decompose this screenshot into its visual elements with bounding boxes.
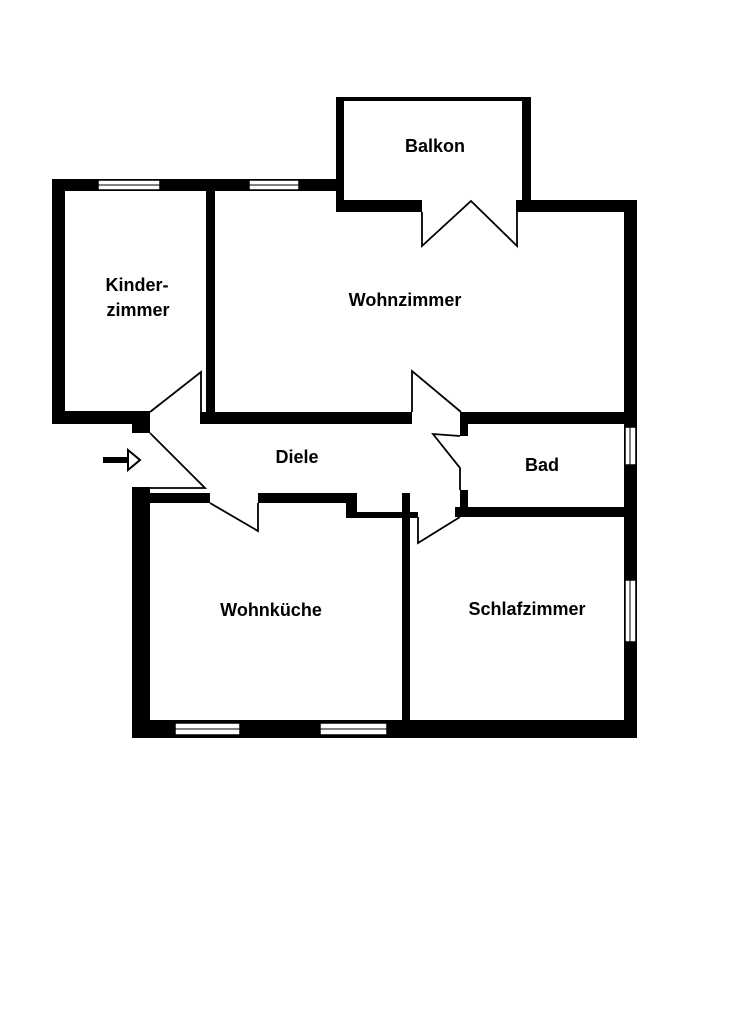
- door-schlafzimmer: [417, 516, 461, 545]
- window-schlafzimmer: [624, 579, 637, 643]
- window-wohnzimmer: [248, 179, 300, 191]
- room-label-wohnzimmer: Wohnzimmer: [349, 290, 462, 310]
- window-kueche-1: [174, 722, 241, 736]
- room-label-bad: Bad: [525, 455, 559, 475]
- room-label-schlafzimmer: Schlafzimmer: [468, 599, 585, 619]
- room-label-wohnkueche: Wohnküche: [220, 600, 322, 620]
- windows: [97, 179, 637, 736]
- door-wohnzimmer: [411, 369, 462, 413]
- door-entrance: [149, 432, 208, 489]
- door-wohnkueche: [209, 502, 259, 533]
- room-label-kinderzimmer-1: Kinder-: [106, 275, 169, 295]
- window-kueche-2: [319, 722, 388, 736]
- door-bad: [431, 432, 461, 490]
- door-kinderzimmer: [149, 370, 202, 413]
- door-balkon: [421, 199, 518, 249]
- room-label-balkon: Balkon: [405, 136, 465, 156]
- entrance-arrow-icon: [103, 447, 142, 473]
- room-label-diele: Diele: [275, 447, 318, 467]
- walls: [52, 97, 637, 738]
- window-bad: [624, 426, 637, 466]
- room-label-kinderzimmer-2: zimmer: [106, 300, 169, 320]
- doors: [149, 199, 518, 545]
- window-kinderzimmer: [97, 179, 161, 191]
